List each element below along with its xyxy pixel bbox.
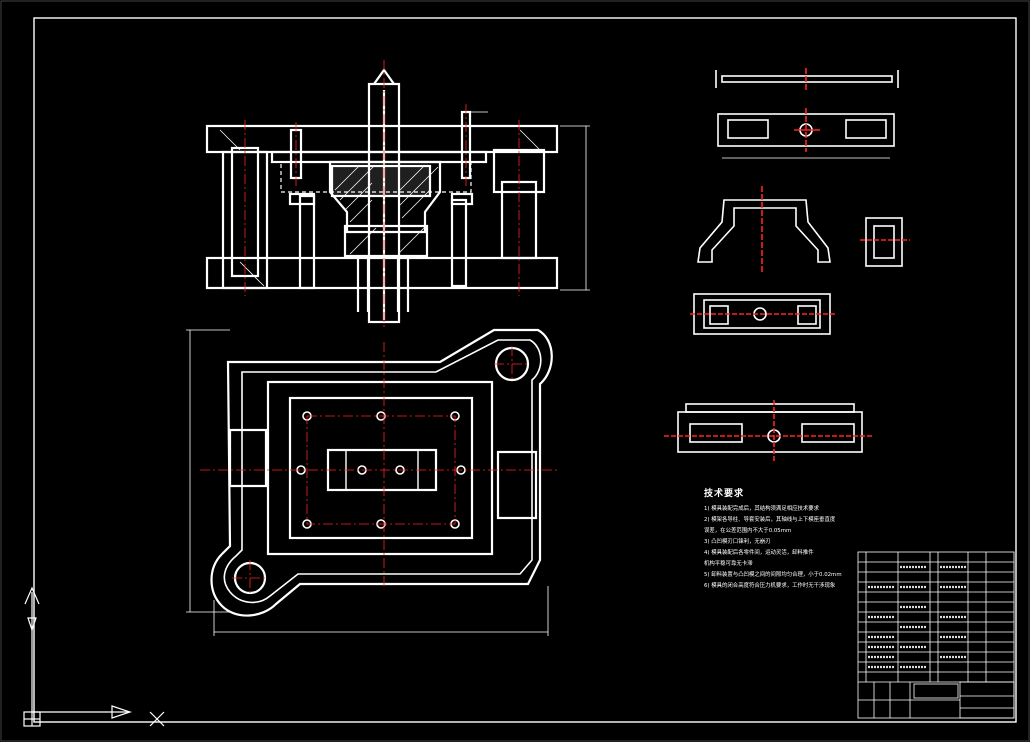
technical-requirements-title: 技术要求 — [704, 489, 745, 499]
technical-requirements: 技术要求 1) 模具装配完成后，其结构须满足相应技术要求 2) 模架各导柱、导套… — [704, 486, 842, 592]
requirement-item: 4) 模具装配后各零件间，运动灵活，卸料推件 — [704, 550, 814, 556]
plan-view-center-lines — [200, 342, 560, 596]
ucs-axis-icon — [23, 586, 132, 727]
front-view-center-lines — [244, 60, 520, 330]
parts-list-scribbles — [868, 565, 966, 669]
plan-view-dimensions — [186, 329, 549, 636]
drawing-frame — [33, 17, 1017, 723]
requirement-item: 2) 模架各导柱、导套安装后，其轴线与上下模座垂直度 — [704, 517, 836, 523]
top-plan-view — [210, 328, 553, 617]
requirement-item: 1) 模具装配完成后，其结构须满足相应技术要求 — [704, 506, 820, 512]
requirement-item: 3) 凸凹模刃口锋利，无崩刃 — [704, 539, 771, 545]
requirement-item: 6) 模具的闭合高度符合压力机要求，工作时无干涉现象 — [704, 583, 836, 589]
requirement-item: 5) 卸料装置与凸凹模之间的间隙均匀合理，小于0.02mm — [704, 572, 842, 578]
section-hatching — [219, 129, 541, 287]
requirement-item: 误差，在公差范围内不大于0.05mm — [704, 528, 792, 534]
front-view-dimensions — [470, 111, 590, 291]
requirement-item: 机构平稳可靠无卡滞 — [704, 561, 753, 567]
front-section-view — [205, 68, 559, 324]
cursor-crosshair-icon — [149, 711, 165, 727]
parts-list-table — [857, 551, 1015, 719]
part-detail-views — [664, 68, 910, 462]
